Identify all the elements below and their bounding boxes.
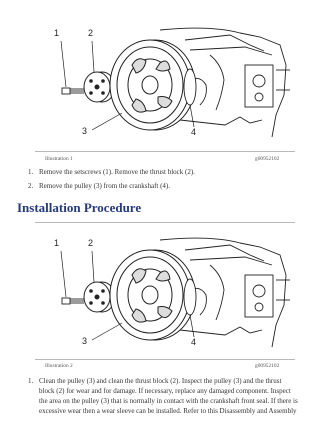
callout-3: 3 xyxy=(82,336,88,346)
callout-2: 2 xyxy=(88,28,94,38)
figure-2-bottom-rule xyxy=(35,359,295,360)
figure-2-id: g00952102 xyxy=(255,363,280,369)
step-number: 1. xyxy=(28,377,34,385)
figure-2-caption: Illustration 2 xyxy=(45,363,73,369)
figure-1-id: g00952102 xyxy=(255,156,280,162)
callout-4: 4 xyxy=(191,127,197,137)
callout-1: 1 xyxy=(54,238,60,248)
callout-2: 2 xyxy=(88,238,94,248)
step-text: Remove the setscrews (1). Remove the thr… xyxy=(39,168,195,176)
pulley-illustration-2 xyxy=(60,237,290,348)
figure-1-caption: Illustration 1 xyxy=(45,156,73,162)
callout-4: 4 xyxy=(191,337,197,347)
callout-3: 3 xyxy=(82,126,88,136)
section-heading: Installation Procedure xyxy=(17,200,142,215)
callout-1: 1 xyxy=(54,28,60,38)
removal-step-1: 1. Remove the setscrews (1). Remove the … xyxy=(28,168,308,178)
illustration-2: 1 2 3 4 xyxy=(40,235,290,355)
step-text: Remove the pulley (3) from the crankshaf… xyxy=(39,182,171,190)
step-number: 1. xyxy=(28,168,34,176)
installation-step-1: 1. Clean the pulley (3) and clean the th… xyxy=(28,377,318,425)
step-line: Clean the pulley (3) and clean the thrus… xyxy=(39,377,282,385)
illustration-1: 1 2 3 4 xyxy=(40,25,290,145)
removal-step-2: 2. Remove the pulley (3) from the cranks… xyxy=(28,182,308,192)
step-line: block (2) for wear and for damage. If ne… xyxy=(39,387,291,395)
figure-1-top-rule xyxy=(35,151,295,152)
figure-2-top-rule xyxy=(35,222,295,223)
step-number: 2. xyxy=(28,182,34,190)
step-line: the area on the pulley (3) that is norma… xyxy=(39,397,298,405)
pulley-illustration-1 xyxy=(60,27,290,138)
step-line: excessive wear then a wear sleeve can be… xyxy=(39,407,297,415)
